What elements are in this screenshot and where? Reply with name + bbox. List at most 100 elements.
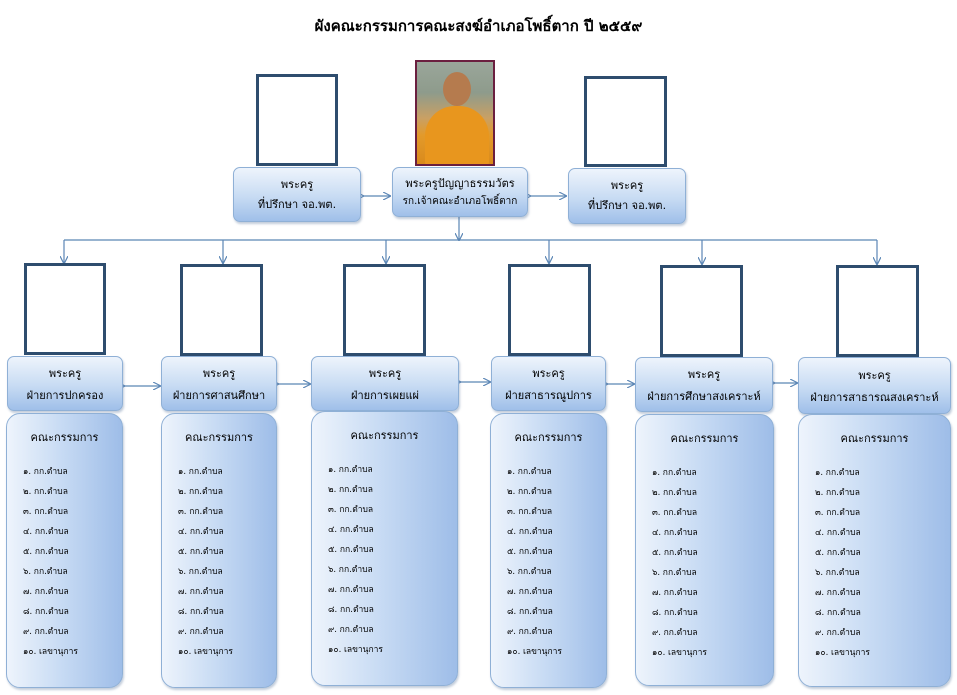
list-item: ๑๐. เลขานุการ: [652, 648, 707, 658]
dept-box-4: พระครู ฝ่ายสาธารณูปการ: [491, 356, 606, 411]
list-item: ๓. กก.ตำบล: [815, 508, 861, 518]
list-item: ๔. กก.ตำบล: [815, 528, 861, 538]
list-item: ๓. กก.ตำบล: [652, 508, 698, 518]
committee-heading: คณะกรรมการ: [840, 432, 909, 445]
left-advisor-title: พระครู: [280, 178, 314, 191]
list-item: ๗. กก.ตำบล: [652, 588, 698, 598]
committee-panel-1: คณะกรรมการ ๑. กก.ตำบล ๒. กก.ตำบล ๓. กก.ต…: [6, 413, 123, 688]
list-item: ๕. กก.ตำบล: [328, 545, 374, 555]
dept-4-title: พระครู: [532, 367, 565, 380]
list-item: ๔. กก.ตำบล: [507, 527, 553, 537]
list-item: ๑. กก.ตำบล: [328, 465, 373, 475]
committee-heading: คณะกรรมการ: [185, 431, 253, 444]
dept-2-title: พระครู: [202, 367, 236, 380]
chart-title: ผังคณะกรรมการคณะสงฆ์อำเภอโพธิ์ตาก ปี ๒๕๕…: [314, 17, 643, 35]
list-item: ๑. กก.ตำบล: [507, 467, 552, 477]
list-item: ๔. กก.ตำบล: [23, 527, 69, 537]
dept-box-3: พระครู ฝ่ายการเผยแผ่: [311, 356, 459, 411]
committee-heading: คณะกรรมการ: [514, 431, 583, 444]
list-item: ๒. กก.ตำบล: [328, 485, 373, 495]
head-abbot-role: รก.เจ้าคณะอำเภอโพธิ์ตาก: [402, 196, 518, 207]
committee-list: ๑. กก.ตำบล ๒. กก.ตำบล ๓. กก.ตำบล ๔. กก.ต…: [491, 462, 606, 662]
dept-box-2: พระครู ฝ่ายการศาสนศึกษา: [161, 356, 277, 411]
photo-frame-dept-1: [24, 263, 106, 355]
dept-5-title: พระครู: [687, 368, 721, 381]
list-item: ๒. กก.ตำบล: [652, 488, 697, 498]
dept-3-name: ฝ่ายการเผยแผ่: [351, 389, 419, 402]
list-item: ๖. กก.ตำบล: [178, 567, 223, 577]
list-item: ๘. กก.ตำบล: [178, 607, 224, 617]
photo-frame-dept-5: [660, 265, 743, 357]
list-item: ๖. กก.ตำบล: [507, 567, 552, 577]
dept-box-1: พระครู ฝ่ายการปกครอง: [7, 356, 123, 411]
committee-heading: คณะกรรมการ: [350, 429, 419, 442]
list-item: ๑๐. เลขานุการ: [328, 645, 383, 655]
committee-list: ๑. กก.ตำบล ๒. กก.ตำบล ๓. กก.ตำบล ๔. กก.ต…: [636, 463, 773, 663]
list-item: ๒. กก.ตำบล: [23, 487, 68, 497]
committee-heading: คณะกรรมการ: [670, 432, 739, 445]
dept-1-title: พระครู: [48, 367, 82, 380]
photo-frame-dept-6: [836, 265, 919, 357]
list-item: ๔. กก.ตำบล: [328, 525, 374, 535]
list-item: ๙. กก.ตำบล: [23, 627, 69, 637]
list-item: ๘. กก.ตำบล: [328, 605, 374, 615]
photo-frame-dept-3: [343, 264, 426, 356]
right-advisor-title: พระครู: [610, 179, 644, 192]
dept-6-name: ฝ่ายการสาธารณสงเคราะห์: [810, 391, 939, 404]
list-item: ๓. กก.ตำบล: [507, 507, 553, 517]
list-item: ๕. กก.ตำบล: [178, 547, 224, 557]
list-item: ๑๐. เลขานุการ: [178, 647, 233, 657]
list-item: ๒. กก.ตำบล: [815, 488, 860, 498]
dept-1-name: ฝ่ายการปกครอง: [26, 389, 104, 402]
dept-box-5: พระครู ฝ่ายการศึกษาสงเคราะห์: [635, 357, 773, 412]
committee-panel-4: คณะกรรมการ ๑. กก.ตำบล ๒. กก.ตำบล ๓. กก.ต…: [490, 413, 607, 688]
list-item: ๙. กก.ตำบล: [815, 628, 861, 638]
list-item: ๑. กก.ตำบล: [178, 467, 223, 477]
committee-panel-6: คณะกรรมการ ๑. กก.ตำบล ๒. กก.ตำบล ๓. กก.ต…: [798, 414, 951, 687]
dept-4-name: ฝ่ายสาธารณูปการ: [505, 389, 592, 402]
list-item: ๗. กก.ตำบล: [178, 587, 224, 597]
dept-5-name: ฝ่ายการศึกษาสงเคราะห์: [647, 390, 761, 403]
list-item: ๙. กก.ตำบล: [507, 627, 553, 637]
list-item: ๔. กก.ตำบล: [178, 527, 224, 537]
list-item: ๘. กก.ตำบล: [815, 608, 861, 618]
list-item: ๑๐. เลขานุการ: [815, 648, 870, 658]
committee-panel-3: คณะกรรมการ ๑. กก.ตำบล ๒. กก.ตำบล ๓. กก.ต…: [311, 411, 458, 686]
committee-list: ๑. กก.ตำบล ๒. กก.ตำบล ๓. กก.ตำบล ๔. กก.ต…: [162, 462, 276, 662]
dept-6-title: พระครู: [858, 369, 891, 382]
list-item: ๗. กก.ตำบล: [23, 587, 69, 597]
list-item: ๕. กก.ตำบล: [507, 547, 553, 557]
committee-panel-5: คณะกรรมการ ๑. กก.ตำบล ๒. กก.ตำบล ๓. กก.ต…: [635, 414, 774, 686]
list-item: ๙. กก.ตำบล: [178, 627, 224, 637]
committee-list: ๑. กก.ตำบล ๒. กก.ตำบล ๓. กก.ตำบล ๔. กก.ต…: [7, 462, 122, 662]
list-item: ๙. กก.ตำบล: [328, 625, 374, 635]
list-item: ๒. กก.ตำบล: [178, 487, 223, 497]
head-abbot-name: พระครูปัญญาธรรมวัตร: [405, 177, 515, 190]
list-item: ๑๐. เลขานุการ: [23, 647, 78, 657]
list-item: ๓. กก.ตำบล: [178, 507, 224, 517]
list-item: ๖. กก.ตำบล: [23, 567, 68, 577]
list-item: ๗. กก.ตำบล: [815, 588, 861, 598]
right-advisor-role: ที่ปรึกษา จอ.พต.: [587, 199, 667, 212]
dept-2-name: ฝ่ายการศาสนศึกษา: [172, 389, 266, 402]
list-item: ๖. กก.ตำบล: [815, 568, 860, 578]
head-abbot-box: พระครูปัญญาธรรมวัตร รก.เจ้าคณะอำเภอโพธิ์…: [392, 167, 528, 217]
abbot-photo: [415, 60, 495, 166]
list-item: ๙. กก.ตำบล: [652, 628, 698, 638]
list-item: ๑. กก.ตำบล: [652, 468, 697, 478]
left-advisor-box: พระครู ที่ปรึกษา จอ.พต.: [233, 167, 361, 222]
list-item: ๘. กก.ตำบล: [23, 607, 69, 617]
left-advisor-role: ที่ปรึกษา จอ.พต.: [257, 198, 337, 211]
list-item: ๗. กก.ตำบล: [328, 585, 374, 595]
photo-frame-dept-2: [180, 264, 263, 356]
committee-heading: คณะกรรมการ: [30, 431, 99, 444]
list-item: ๖. กก.ตำบล: [652, 568, 697, 578]
list-item: ๘. กก.ตำบล: [507, 607, 553, 617]
list-item: ๕. กก.ตำบล: [652, 548, 698, 558]
dept-3-title: พระครู: [368, 367, 402, 380]
list-item: ๑. กก.ตำบล: [815, 468, 860, 478]
committee-list: ๑. กก.ตำบล ๒. กก.ตำบล ๓. กก.ตำบล ๔. กก.ต…: [799, 463, 950, 663]
photo-frame-dept-4: [508, 264, 591, 356]
committee-panel-2: คณะกรรมการ ๑. กก.ตำบล ๒. กก.ตำบล ๓. กก.ต…: [161, 413, 277, 688]
